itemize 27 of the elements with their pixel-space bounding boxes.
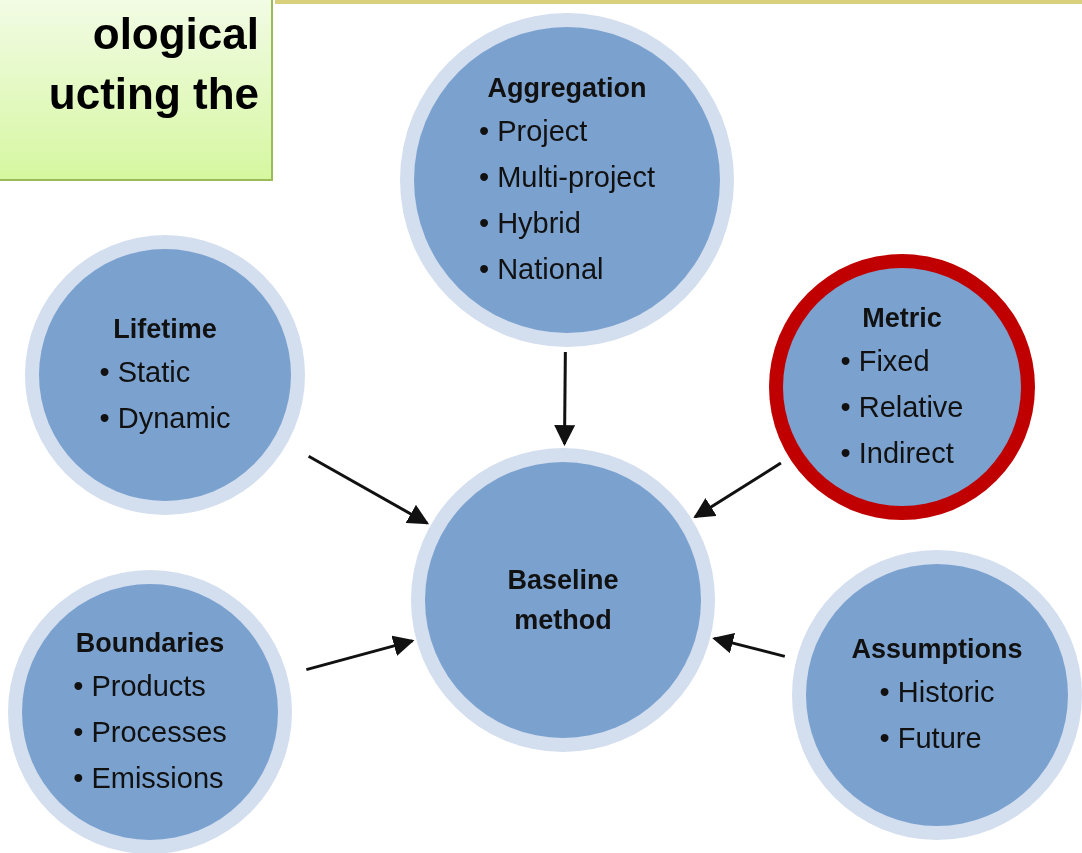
list-item: • Historic	[879, 675, 995, 710]
list-item: • Fixed	[840, 344, 931, 379]
circle-heading: Assumptions	[851, 633, 1023, 666]
list-item: • Products	[73, 669, 207, 704]
arrow	[693, 461, 782, 519]
arrow	[307, 454, 430, 525]
list-item: • Hybrid	[478, 206, 582, 241]
arrow	[554, 351, 576, 447]
arrow	[712, 632, 786, 658]
arrow	[305, 635, 415, 672]
list-item: • Relative	[840, 390, 964, 425]
list-item: • Indirect	[840, 436, 955, 471]
list-item: • Static	[99, 355, 192, 390]
list-item: • Multi-project	[478, 160, 656, 195]
circle-heading: Metric	[862, 302, 942, 335]
title-text: ological ucting the	[47, 8, 259, 120]
list-item: • Emissions	[73, 761, 225, 796]
list-item: • Project	[478, 114, 589, 149]
list-item: • National	[478, 252, 605, 287]
circle-heading: Baseline method	[506, 564, 620, 637]
list-item: • Processes	[73, 715, 227, 750]
title-box	[0, 0, 273, 181]
circle-heading: Aggregation	[487, 72, 647, 105]
list-item: • Dynamic	[99, 401, 231, 436]
circle-heading: Lifetime	[113, 313, 217, 346]
list-item: • Future	[879, 721, 983, 756]
circle-heading: Boundaries	[75, 627, 225, 660]
